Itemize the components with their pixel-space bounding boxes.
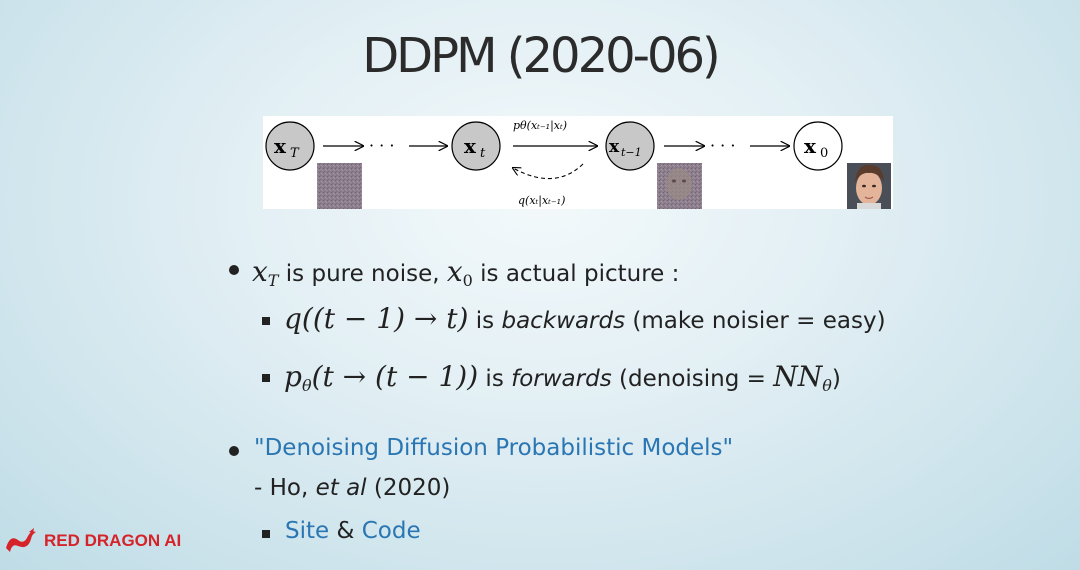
svg-text:x: x	[804, 134, 817, 158]
paper-link[interactable]: "Denoising Diffusion Probabilistic Model…	[254, 435, 734, 461]
backward-arrow	[513, 163, 584, 180]
sub-bullet-links: Site & Code	[285, 518, 421, 544]
bullet-paper: "Denoising Diffusion Probabilistic Model…	[254, 435, 733, 461]
forward-label: pθ(xₜ₋₁|xₜ)	[513, 119, 567, 133]
paper-author: - Ho, et al (2020)	[254, 475, 451, 501]
svg-text:t−1: t−1	[621, 146, 642, 159]
svg-text:T: T	[290, 146, 300, 161]
node-xt: x t	[451, 121, 501, 171]
bullet-dot	[229, 265, 239, 275]
sub-bullet-square	[262, 374, 270, 382]
site-link[interactable]: Site	[285, 518, 330, 544]
dots-2: · · ·	[710, 136, 735, 155]
node-xt-minus-1: x t−1	[605, 121, 655, 171]
sub-bullet-backwards: q((t − 1) → t) is backwards (make noisie…	[284, 302, 886, 335]
node-x0: x 0	[793, 121, 843, 171]
code-link[interactable]: Code	[361, 518, 421, 544]
dragon-icon	[6, 528, 36, 552]
svg-text:x: x	[274, 134, 287, 158]
dots-1: · · ·	[369, 136, 394, 155]
svg-text:x: x	[464, 134, 477, 158]
noise-image	[317, 163, 362, 209]
sub-bullet-square	[262, 317, 270, 325]
svg-text:0: 0	[820, 146, 828, 161]
slide-title: DDPM (2020-06)	[362, 28, 721, 84]
logo-text: RED DRAGON AI	[44, 531, 182, 550]
ddpm-diagram: x T · · · x t pθ(xₜ₋₁|xₜ) q(xₜ|xₜ₋₁) x t…	[263, 116, 893, 209]
partial-noise-image	[657, 163, 702, 209]
bullet-dot	[229, 446, 239, 456]
backward-label: q(xₜ|xₜ₋₁)	[518, 194, 565, 208]
node-xT: x T	[265, 121, 315, 171]
bullet-noise-picture: xT is pure noise, x0 is actual picture :	[252, 255, 680, 290]
face-image	[847, 163, 891, 209]
red-dragon-logo: RED DRAGON AI	[4, 526, 181, 556]
svg-text:t: t	[480, 146, 486, 161]
svg-text:x: x	[609, 137, 620, 157]
diagram-svg: x T · · · x t pθ(xₜ₋₁|xₜ) q(xₜ|xₜ₋₁) x t…	[265, 119, 891, 209]
sub-bullet-square	[262, 530, 270, 538]
sub-bullet-forwards: pθ(t → (t − 1)) is forwards (denoising =…	[284, 360, 841, 395]
